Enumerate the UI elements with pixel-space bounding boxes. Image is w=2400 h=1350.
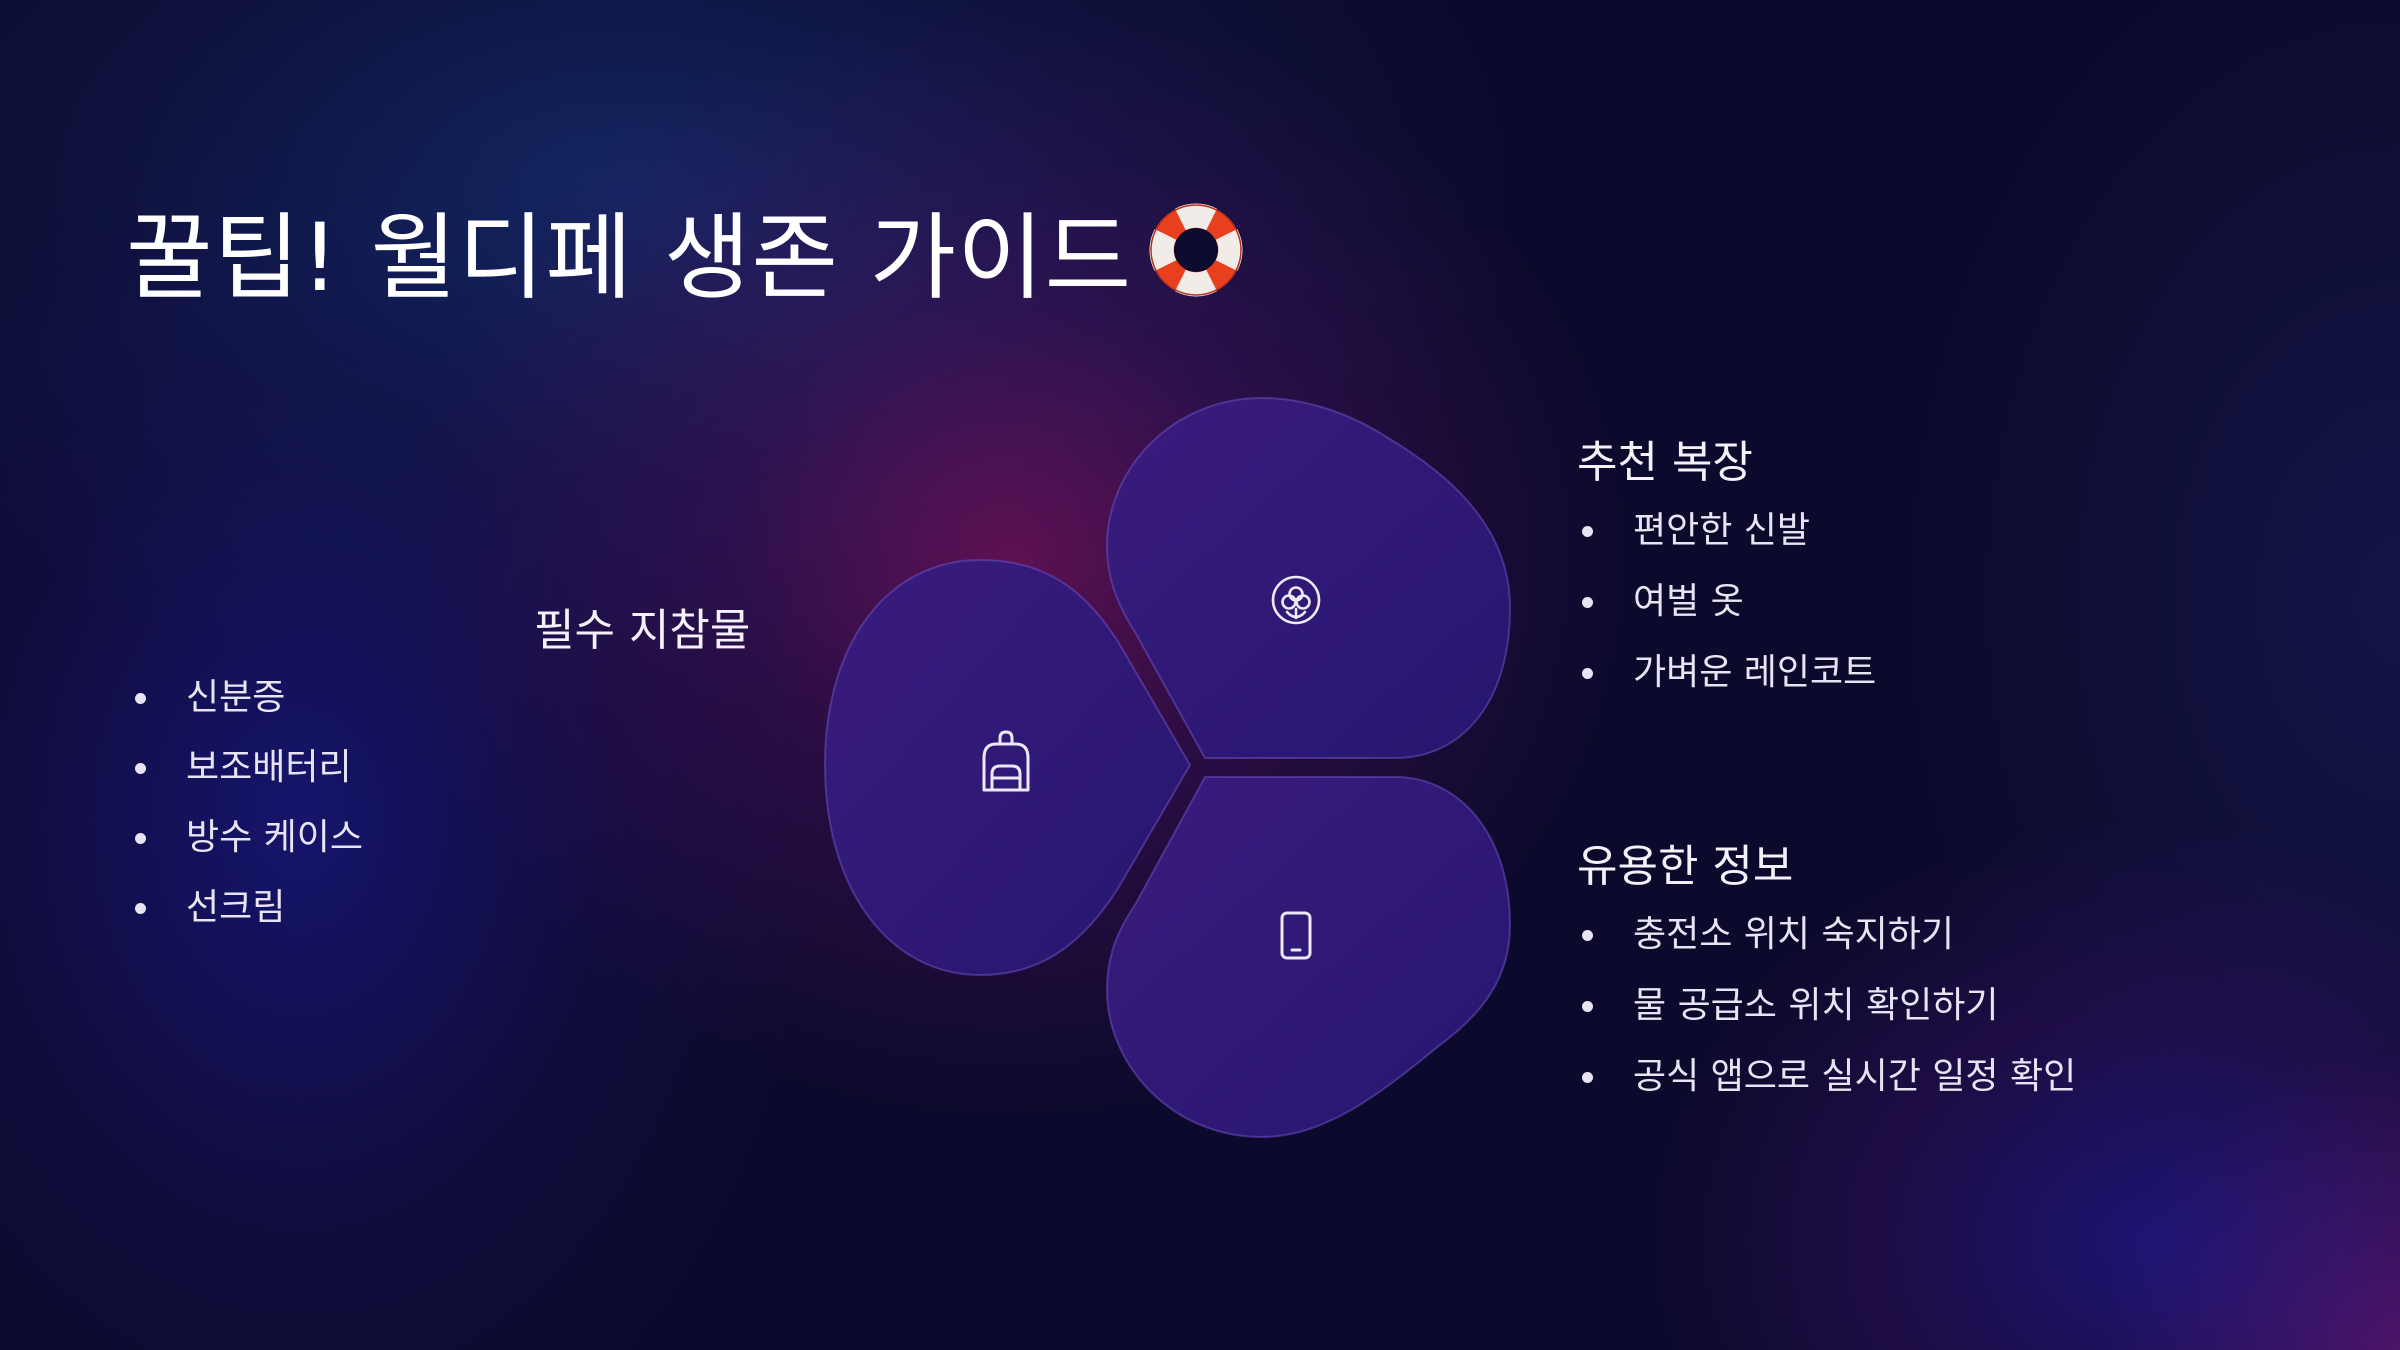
essentials-heading: 필수 지참물 xyxy=(534,605,751,656)
cotton-flower-icon xyxy=(1271,575,1321,625)
lifebuoy-icon xyxy=(1149,203,1243,297)
page-title-text: 꿀팁! 월디페 생존 가이드 xyxy=(126,204,1133,313)
clothing-item-comfortable-shoes: 편안한 신발 xyxy=(1577,495,1876,566)
page-title: 꿀팁! 월디페 생존 가이드 xyxy=(126,200,1246,310)
clothing-item-spare-clothes: 여벌 옷 xyxy=(1577,566,1876,637)
clothing-item-light-raincoat: 가벼운 레인코트 xyxy=(1577,637,1876,708)
info-list: 충전소 위치 숙지하기 물 공급소 위치 확인하기 공식 앱으로 실시간 일정 … xyxy=(1577,899,2076,1112)
essentials-item-sunscreen: 선크림 xyxy=(130,873,363,943)
info-item-official-app: 공식 앱으로 실시간 일정 확인 xyxy=(1577,1041,2076,1112)
essentials-item-id-card: 신분증 xyxy=(130,663,363,733)
smartphone-icon xyxy=(1280,911,1312,960)
clothing-list: 편안한 신발 여벌 옷 가벼운 레인코트 xyxy=(1577,495,1876,708)
essentials-list: 신분증 보조배터리 방수 케이스 선크림 xyxy=(130,663,363,943)
clothing-petal xyxy=(1105,396,1512,759)
clothing-heading: 추천 복장 xyxy=(1577,437,1753,488)
backpack-icon xyxy=(982,730,1030,792)
info-item-charging-stations: 충전소 위치 숙지하기 xyxy=(1577,899,2076,970)
info-item-water-stations: 물 공급소 위치 확인하기 xyxy=(1577,970,2076,1041)
essentials-item-waterproof-case: 방수 케이스 xyxy=(130,803,363,873)
essentials-item-power-bank: 보조배터리 xyxy=(130,733,363,803)
info-heading: 유용한 정보 xyxy=(1577,841,1794,892)
